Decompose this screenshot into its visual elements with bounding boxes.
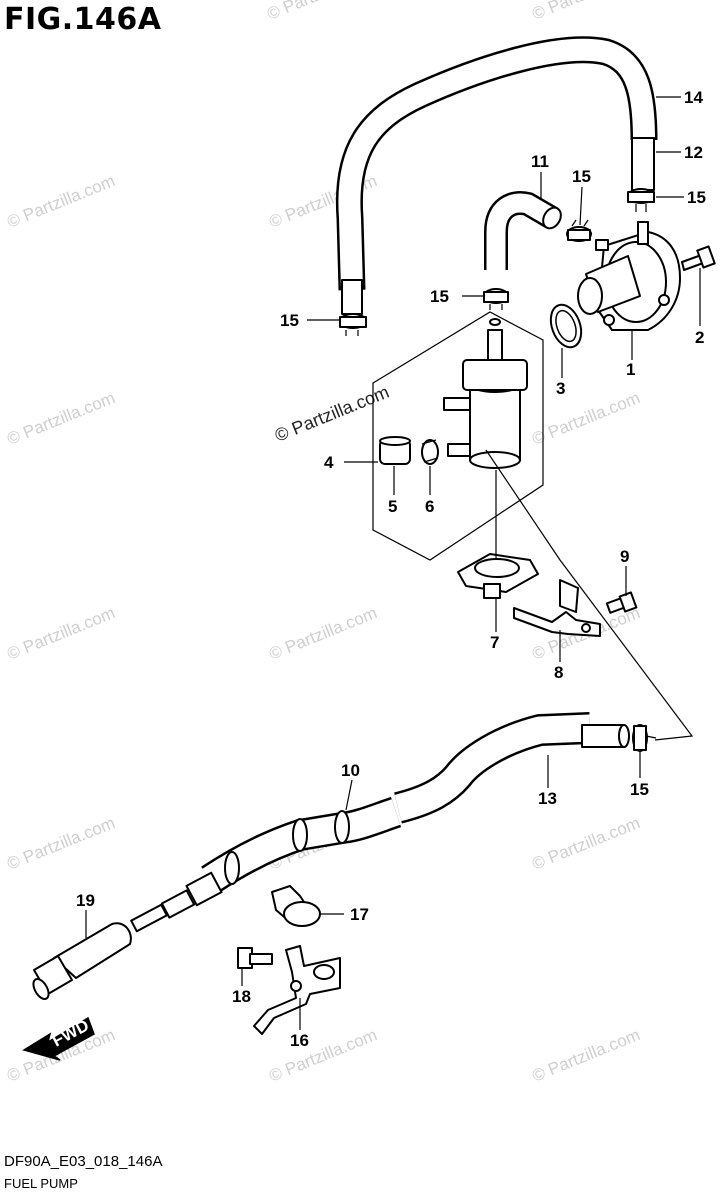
hose-10 <box>201 796 402 894</box>
callout-2: 2 <box>695 328 704 347</box>
callout-10: 10 <box>341 761 360 780</box>
watermark: © Partzilla.com <box>529 813 642 874</box>
hose-11 <box>484 191 562 270</box>
watermark: © Partzilla.com <box>4 813 117 874</box>
filter-assembly-outline <box>372 311 544 561</box>
callout-15: 15 <box>630 780 649 799</box>
callout-3: 3 <box>556 379 565 398</box>
watermark: © Partzilla.com <box>264 0 377 24</box>
figure-title: FIG.146A <box>4 2 162 37</box>
watermark: © Partzilla.com <box>529 0 642 24</box>
callout-11: 11 <box>531 152 549 171</box>
bracket-8 <box>513 579 601 637</box>
callout-19: 19 <box>76 891 95 910</box>
callout-6: 6 <box>425 497 434 516</box>
clamp-15 <box>632 724 657 752</box>
callout-5: 5 <box>388 497 397 516</box>
hose-19 <box>32 922 132 1000</box>
callouts: 14 12 15 11 15 15 15 2 1 3 4 5 6 9 7 8 1… <box>76 88 706 1050</box>
clamp-15 <box>339 313 367 336</box>
callout-9: 9 <box>620 547 629 566</box>
callout-16: 16 <box>290 1031 309 1050</box>
callout-12: 12 <box>684 143 703 162</box>
callout-14: 14 <box>684 88 703 107</box>
watermark: © Partzilla.com <box>266 1025 379 1086</box>
watermark: © Partzilla.com <box>266 603 379 664</box>
fuel-connector <box>130 871 223 933</box>
callout-7: 7 <box>490 633 499 652</box>
callout-15: 15 <box>572 167 591 186</box>
bracket-16 <box>253 945 341 1035</box>
connection-line <box>485 449 694 741</box>
o-ring-3 <box>549 303 583 349</box>
callout-15: 15 <box>280 311 299 330</box>
hose-14-12 <box>335 36 658 315</box>
fwd-arrow: FWD <box>22 1016 95 1061</box>
callout-13: 13 <box>538 789 557 808</box>
fuel-filter <box>443 318 528 469</box>
callout-18: 18 <box>232 987 251 1006</box>
watermark: © Partzilla.com <box>529 1025 642 1086</box>
clamp-15 <box>627 188 655 212</box>
clamp-17 <box>271 885 321 927</box>
callout-1: 1 <box>626 360 635 379</box>
diagram-code: DF90A_E03_018_146A <box>4 1153 163 1170</box>
callout-15: 15 <box>430 287 449 306</box>
cap-5 <box>379 436 411 465</box>
bracket-7 <box>457 553 539 599</box>
hose-12-segment <box>631 137 655 191</box>
hose-end-left <box>341 279 363 315</box>
bolt-9 <box>605 591 638 614</box>
clip-6 <box>421 439 439 465</box>
watermark: © Partzilla.com <box>4 388 117 449</box>
watermark: © Partzilla.com <box>4 171 117 232</box>
callout-8: 8 <box>554 663 563 682</box>
watermark: © Partzilla.com <box>4 603 117 664</box>
bolt-18 <box>237 947 273 969</box>
clamp-15 <box>483 288 509 310</box>
bolt-2 <box>681 245 716 271</box>
watermark: © Partzilla.com <box>529 388 642 449</box>
callout-4: 4 <box>324 453 334 472</box>
watermark-feature: © Partzilla.com <box>272 382 392 446</box>
callout-17: 17 <box>350 905 369 924</box>
diagram-name: FUEL PUMP <box>4 1176 78 1191</box>
callout-15: 15 <box>687 188 706 207</box>
leader-lines <box>85 96 701 1030</box>
clamp-15 <box>566 219 592 242</box>
fuel-pump <box>577 221 681 331</box>
hose-13 <box>393 712 630 824</box>
